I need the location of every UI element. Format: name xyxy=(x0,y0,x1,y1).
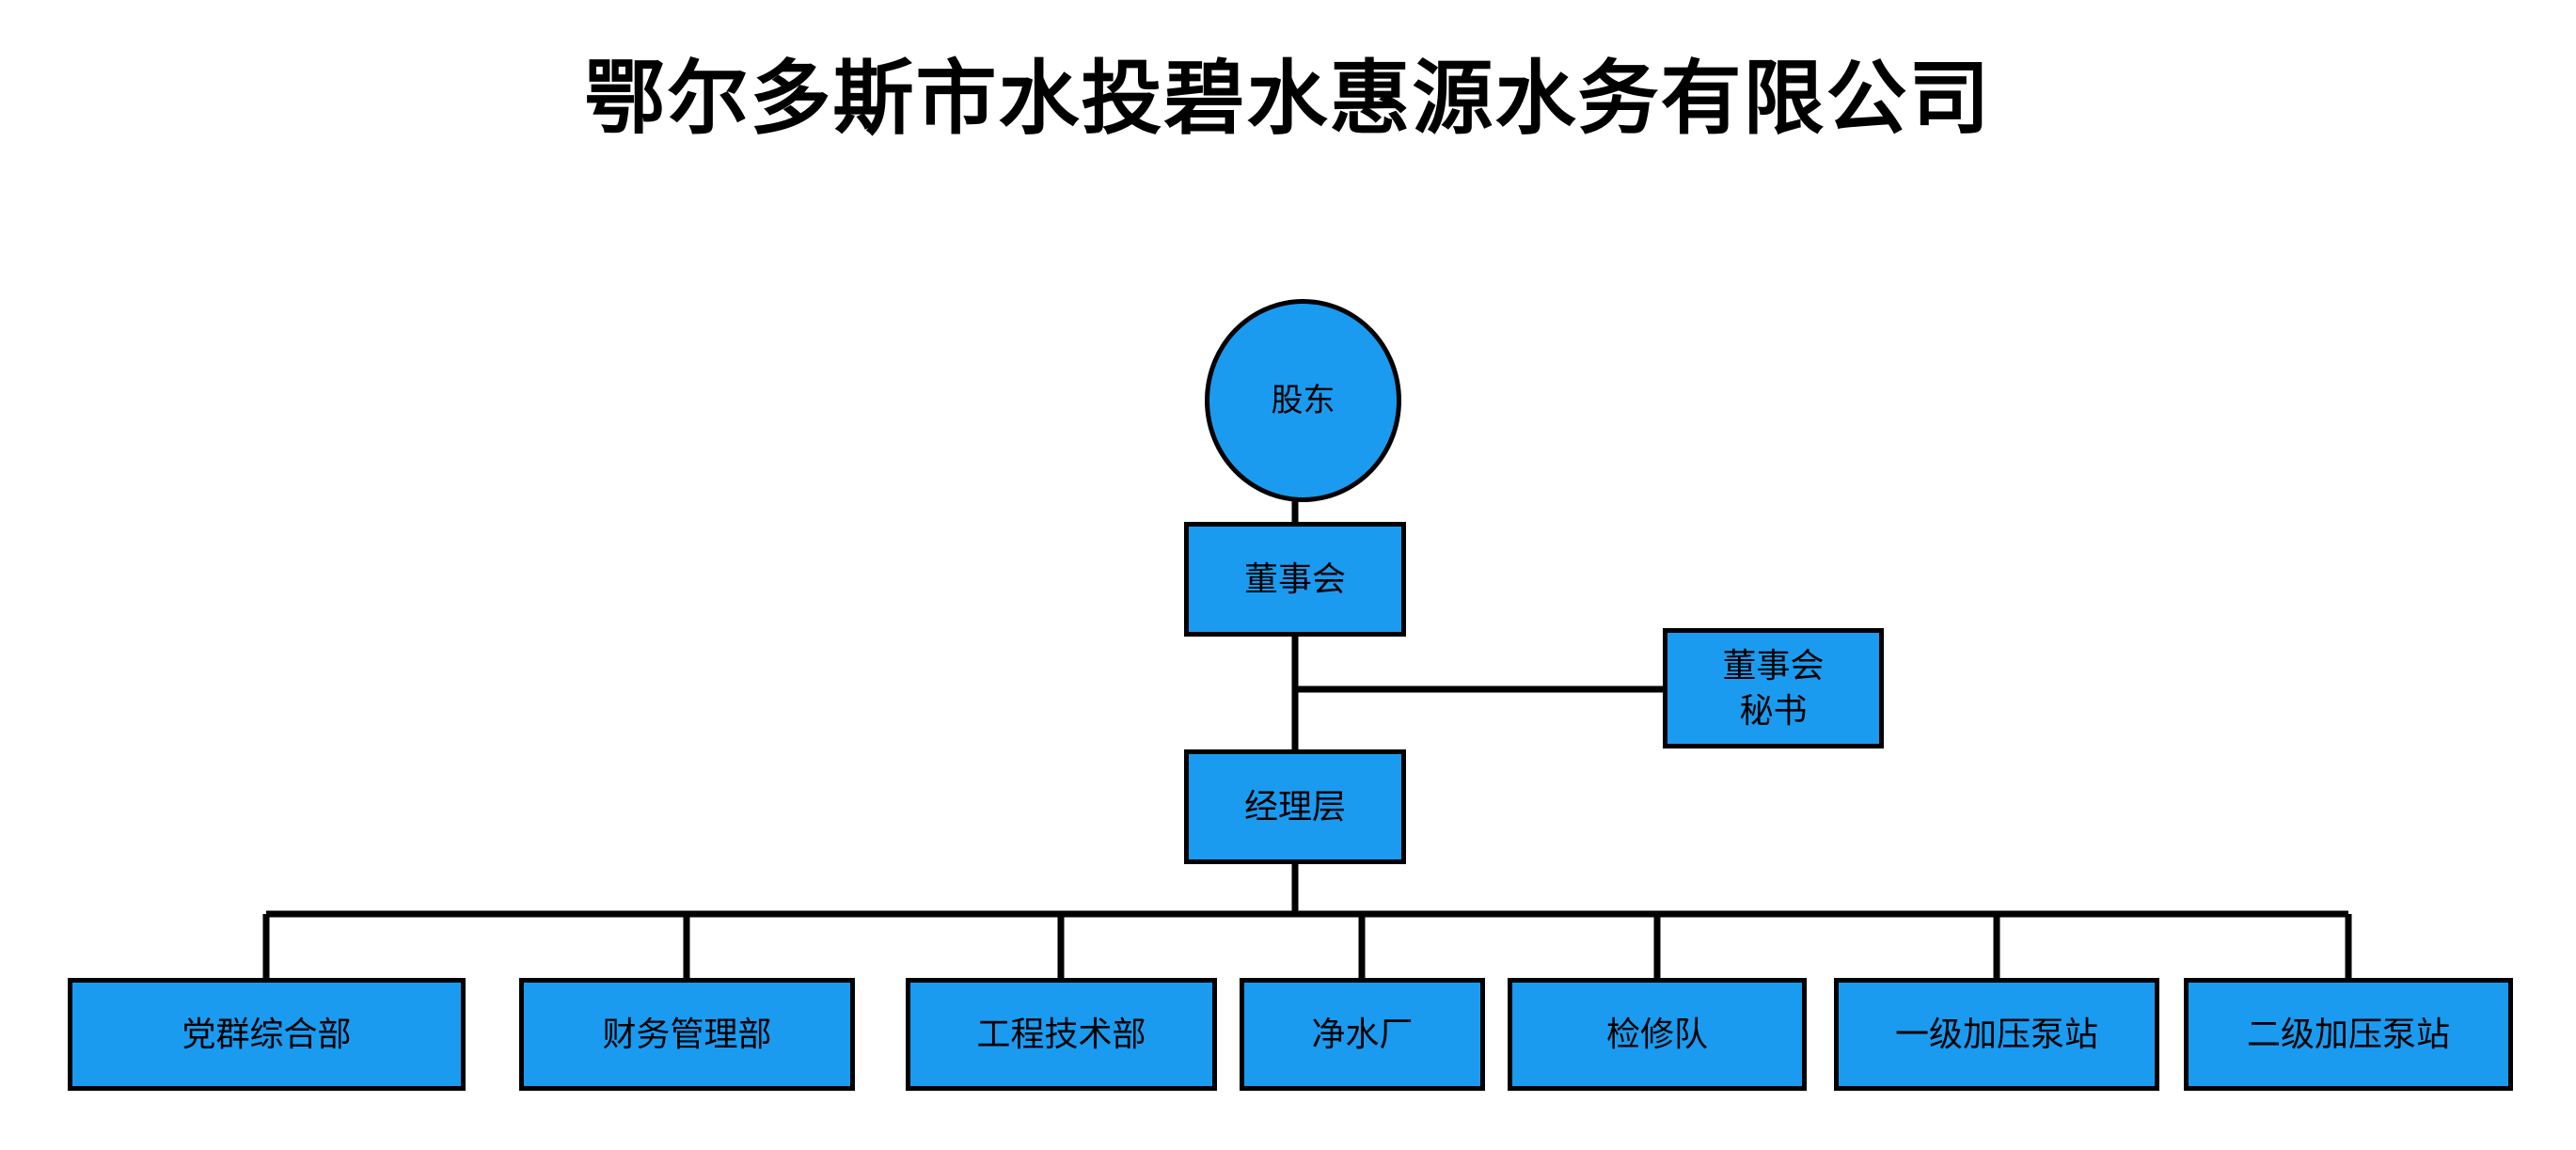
node-department-4-label: 净水厂 xyxy=(1311,1015,1414,1054)
node-department-7-label: 二级加压泵站 xyxy=(2246,1015,2450,1054)
page-title: 鄂尔多斯市水投碧水惠源水务有限公司 xyxy=(584,54,1992,144)
node-management-layer[interactable]: 经理层 xyxy=(1184,749,1406,864)
node-department-6[interactable]: 一级加压泵站 xyxy=(1834,978,2159,1091)
node-board-secretary[interactable]: 董事会 秘书 xyxy=(1663,628,1884,748)
node-department-3-label: 工程技术部 xyxy=(976,1015,1146,1054)
node-management-layer-label: 经理层 xyxy=(1243,787,1346,827)
node-department-5-label: 检修队 xyxy=(1605,1015,1708,1054)
node-department-6-label: 一级加压泵站 xyxy=(1894,1015,2098,1054)
node-department-7[interactable]: 二级加压泵站 xyxy=(2184,978,2513,1091)
node-department-1-label: 党群综合部 xyxy=(182,1015,352,1054)
node-department-3[interactable]: 工程技术部 xyxy=(906,978,1217,1091)
node-department-2[interactable]: 财务管理部 xyxy=(519,978,855,1091)
node-department-2-label: 财务管理部 xyxy=(602,1015,772,1054)
node-department-5[interactable]: 检修队 xyxy=(1508,978,1807,1091)
node-board-secretary-label: 董事会 秘书 xyxy=(1722,646,1825,730)
node-board-of-directors[interactable]: 董事会 xyxy=(1184,522,1406,637)
node-department-1[interactable]: 党群综合部 xyxy=(68,978,466,1091)
node-board-of-directors-label: 董事会 xyxy=(1243,559,1346,599)
node-shareholder[interactable]: 股东 xyxy=(1205,299,1401,502)
node-shareholder-label: 股东 xyxy=(1271,382,1335,418)
node-department-4[interactable]: 净水厂 xyxy=(1240,978,1485,1091)
